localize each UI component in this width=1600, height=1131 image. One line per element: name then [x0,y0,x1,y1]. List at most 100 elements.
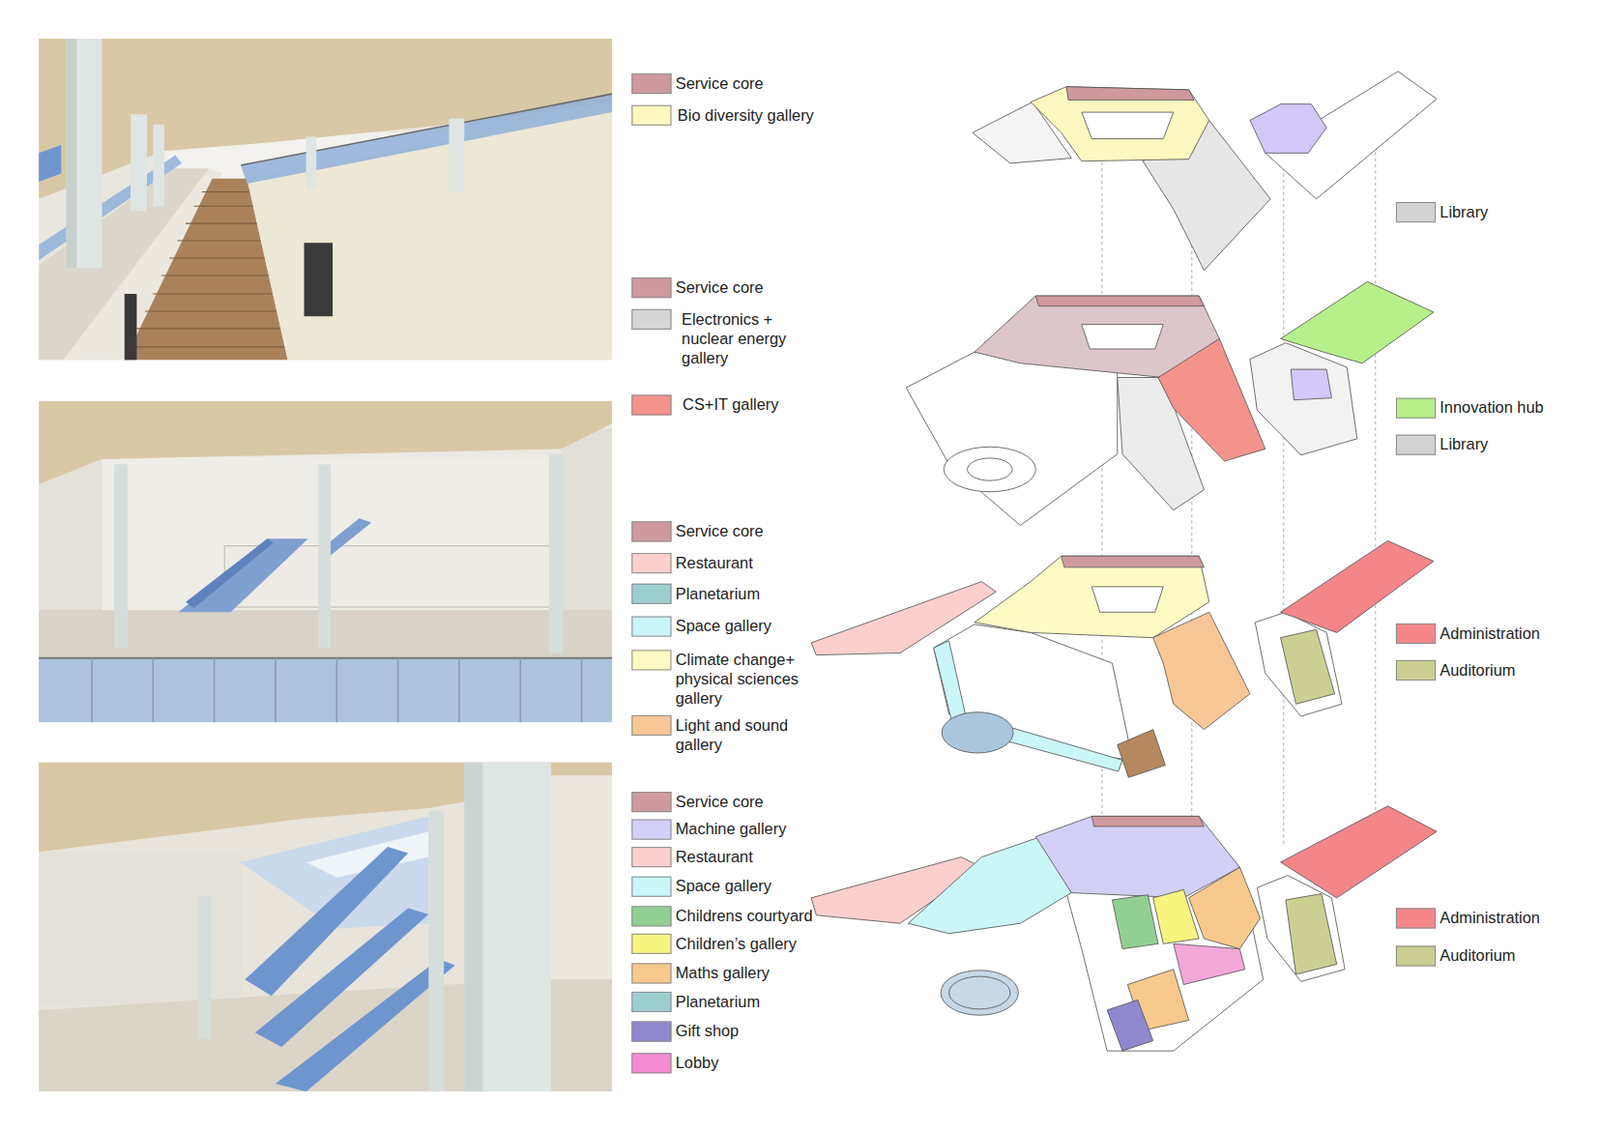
plan-shape [255,907,429,1048]
legend-label: Library [1439,435,1488,455]
plan-shape [145,310,277,312]
legend-swatch [631,715,671,736]
plan-shape [1189,867,1261,949]
plan-shape [1102,96,1376,847]
plan-shape [318,464,331,648]
plan-shape [1280,281,1434,363]
legend-swatch [631,1052,671,1074]
plan-shape [1374,96,1376,847]
plan-shape [38,761,612,1092]
legend-label: Gift shop [675,1021,739,1042]
legend-swatch [631,521,671,542]
plan-shape [136,327,281,329]
legend-label: CS+IT gallery [682,394,779,414]
plan-shape [940,970,1019,1016]
plan-shape [102,457,562,611]
plan-shape [1117,729,1166,779]
legend-label: Lobby [675,1052,720,1073]
plan-shape [520,658,523,723]
plan-shape [949,976,1011,1010]
plan-shape [1030,87,1210,162]
plan-shape [1066,87,1194,101]
legend-label: Administration [1439,907,1541,928]
plan-shape [185,223,258,225]
plan-shape [1285,894,1338,975]
legend-label: Children’s gallery [675,933,797,954]
plan-shape [1250,343,1358,456]
plan-shape [38,657,612,660]
legend-label: Maths gallery [675,962,770,983]
plan-shape [458,658,461,723]
legend-label: Bio diversity gallery [677,105,815,125]
legend-label: Administration [1439,623,1541,643]
plan-shape [1091,586,1164,612]
legend-label: Innovation hub [1439,398,1543,418]
legend-swatch [631,905,671,927]
plan-shape [275,959,456,1092]
plan-shape [464,761,552,1092]
plan-shape [38,658,612,723]
plan-shape [1061,555,1205,568]
plan-shape [240,93,612,184]
plan-shape [202,191,251,193]
plan-shape [1173,943,1246,985]
legend-label: Auditorium [1439,660,1515,680]
plan-shape [336,658,339,723]
legend-swatch [631,846,671,868]
interior-render [38,761,612,1092]
legend-label: Machine gallery [675,819,787,840]
plan-shape [1280,540,1434,633]
plan-shape [941,712,1014,754]
plan-shape [194,205,254,207]
plan-shape [428,811,444,1092]
axonometric-plans [811,71,1437,1051]
legend-swatch [1396,435,1436,456]
plan-shape [152,124,165,206]
legend-label: Light and sound gallery [675,715,809,755]
legend-swatch [631,105,671,126]
plan-shape [581,658,583,723]
legend-swatch [631,616,671,638]
interior-render [38,38,612,360]
plan-shape [213,658,216,723]
plan-shape [1111,895,1158,950]
plan-shape [551,775,612,980]
plan-shape [161,274,269,276]
plan-shape [1081,324,1164,350]
plan-shape [169,258,264,260]
plan-shape [66,38,78,268]
interior-render [38,401,612,723]
legend-swatch [631,819,671,841]
plan-shape [177,240,261,242]
legend-swatch [1396,398,1436,419]
plan-shape [306,136,318,190]
legend-swatch [1396,907,1436,929]
plan-shape [304,242,334,317]
plan-shape [905,351,1117,525]
legend-swatch [631,991,671,1013]
legend-label: Restaurant [675,846,754,867]
plan-shape [1280,629,1336,704]
legend-label: Space gallery [675,616,772,637]
legend-swatch [631,791,671,813]
legend-label: Restaurant [675,552,754,573]
legend-swatch [631,277,671,298]
plan-shape [1081,112,1174,139]
plan-shape [152,658,155,723]
legend-swatch [631,394,671,415]
plan-shape [974,555,1210,638]
legend-label: Service core [675,73,764,93]
legend-swatch [631,1021,671,1043]
legend-label: Climate change+ physical sciences galler… [675,649,817,708]
plan-shape [178,538,309,612]
plan-shape [38,851,243,1005]
plan-shape [1158,338,1266,462]
plan-shape [274,658,277,723]
plan-shape [1091,815,1204,827]
plan-shape [244,846,408,996]
plan-shape [933,640,1123,772]
plan-shape [397,658,400,723]
plan-shape [124,293,138,361]
